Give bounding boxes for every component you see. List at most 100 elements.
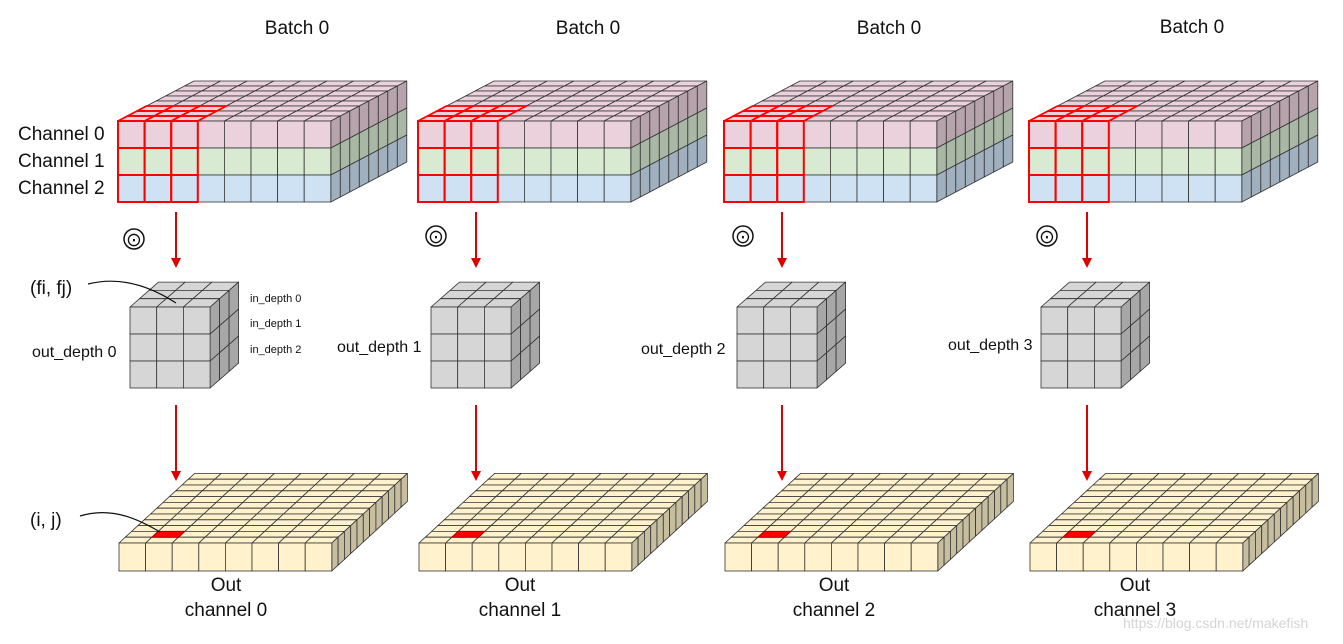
input-3-front-cell bbox=[1055, 120, 1083, 149]
input-1-side-cell bbox=[649, 159, 660, 193]
kernel-3-front-cell bbox=[1067, 306, 1095, 335]
output-0-side-cell bbox=[350, 519, 358, 554]
kernel-3-side-cell bbox=[1139, 335, 1150, 372]
input-0-front-cell bbox=[117, 120, 146, 149]
input-1-side-cell bbox=[696, 134, 708, 168]
kernel-1-front-cell bbox=[457, 306, 485, 335]
output-3-front-cell bbox=[1215, 542, 1244, 572]
output-0-side-cell bbox=[369, 501, 377, 537]
kernel-2-front-cell bbox=[763, 333, 791, 362]
operator-circle-0 bbox=[123, 228, 145, 250]
kernel-0-front-cell bbox=[156, 360, 184, 389]
kernel-2-front-cell bbox=[736, 333, 765, 362]
input-2-front-cell bbox=[909, 147, 938, 176]
input-3-front-cell bbox=[1188, 120, 1216, 149]
input-3-front-cell bbox=[1081, 147, 1110, 176]
output-0-side-cell bbox=[356, 513, 364, 549]
output-1-side-cell bbox=[644, 525, 652, 560]
output-1-side-cell bbox=[675, 496, 683, 531]
input-0-front-cell bbox=[277, 174, 305, 203]
input-3-side-cell bbox=[1288, 117, 1300, 151]
in-depth-label-2: in_depth 2 bbox=[250, 344, 301, 356]
kernel-3-front-cell bbox=[1040, 360, 1069, 389]
kernel-2-front-cell bbox=[763, 360, 791, 389]
output-3-front-cell bbox=[1056, 542, 1084, 572]
output-1-side-cell bbox=[700, 472, 708, 508]
input-0-side-cell bbox=[387, 85, 398, 119]
input-0-front-cell bbox=[117, 147, 146, 176]
input-0-side-cell bbox=[358, 127, 370, 161]
output-2-front-cell bbox=[751, 542, 779, 572]
input-2-front-cell bbox=[909, 174, 938, 203]
input-3-side-cell bbox=[1307, 107, 1319, 141]
input-1-window-top-cell bbox=[489, 105, 528, 112]
input-2-side-cell bbox=[974, 95, 985, 129]
output-3-side-cell bbox=[1273, 507, 1281, 543]
input-0-front-cell bbox=[223, 120, 252, 149]
output-3-side-cell bbox=[1280, 501, 1288, 537]
input-2-front-cell bbox=[776, 174, 805, 203]
output-3-front-cell bbox=[1109, 542, 1137, 572]
input-1-front-cell bbox=[444, 174, 472, 203]
output-3-side-cell bbox=[1248, 531, 1256, 566]
input-2-side-cell bbox=[983, 117, 995, 151]
output-0-front-cell bbox=[251, 542, 280, 572]
input-0-side-cell bbox=[368, 122, 379, 156]
in-depth-label-0: in_depth 0 bbox=[250, 293, 301, 305]
out-label-2b: channel 2 bbox=[793, 600, 875, 621]
output-2-front-cell bbox=[831, 542, 859, 572]
output-0-side-cell bbox=[331, 536, 339, 572]
input-0-front-cell bbox=[197, 174, 225, 203]
input-1-front-cell bbox=[417, 147, 446, 176]
input-0-front-cell bbox=[170, 147, 199, 176]
input-0-side-cell bbox=[396, 107, 408, 141]
output-highlight-cell-0 bbox=[151, 530, 186, 538]
input-0-side-cell bbox=[349, 105, 360, 139]
input-1-front-cell bbox=[470, 120, 499, 149]
output-3-side-cell bbox=[1311, 472, 1319, 508]
input-0-front-cell bbox=[223, 174, 252, 203]
input-0-side-cell bbox=[330, 142, 341, 176]
input-1-front-cell bbox=[603, 174, 632, 203]
operator-circle-3 bbox=[1036, 225, 1058, 247]
output-3-side-cell bbox=[1292, 490, 1300, 525]
input-2-front-cell bbox=[750, 120, 778, 149]
output-3-side-cell bbox=[1286, 496, 1294, 531]
input-3-side-cell bbox=[1269, 154, 1281, 188]
input-3-side-cell bbox=[1288, 90, 1300, 124]
input-0-front-cell bbox=[250, 174, 279, 203]
kernel-3-front-cell bbox=[1094, 360, 1122, 389]
out-label-0a: Out bbox=[211, 575, 242, 596]
input-2-front-cell bbox=[856, 147, 885, 176]
output-3-side-cell bbox=[1261, 519, 1269, 554]
input-2-side-cell bbox=[983, 144, 995, 178]
input-3-front-cell bbox=[1214, 147, 1243, 176]
input-3-front-cell bbox=[1108, 120, 1136, 149]
output-2-side-cell bbox=[968, 507, 976, 543]
kernel-0-front-cell bbox=[129, 333, 158, 362]
output-0-side-cell bbox=[388, 484, 396, 520]
input-3-side-cell bbox=[1279, 122, 1290, 156]
input-2-front-cell bbox=[830, 120, 858, 149]
output-0-front-cell bbox=[118, 542, 147, 572]
output-2-side-cell bbox=[956, 519, 964, 554]
input-0-front-cell bbox=[144, 120, 172, 149]
input-3-side-cell bbox=[1298, 112, 1309, 146]
output-2-side-cell bbox=[987, 490, 995, 525]
input-2-side-cell bbox=[936, 142, 947, 176]
input-0-window-top-cell bbox=[189, 105, 228, 112]
input-2-side-cell bbox=[964, 154, 976, 188]
kernel-2-front-cell bbox=[736, 360, 765, 389]
kernel-1-front-cell bbox=[483, 333, 512, 362]
input-0-front-cell bbox=[303, 147, 332, 176]
input-0-window-cell bbox=[170, 174, 199, 203]
output-1-side-cell bbox=[688, 484, 696, 520]
input-3-front-cell bbox=[1108, 147, 1136, 176]
input-0-front-cell bbox=[277, 147, 305, 176]
channel-2-label: Channel 2 bbox=[18, 178, 105, 199]
input-3-front-cell bbox=[1108, 174, 1136, 203]
output-3-side-cell bbox=[1305, 478, 1313, 514]
input-3-front-cell bbox=[1161, 120, 1190, 149]
output-0-front-cell bbox=[171, 542, 200, 572]
